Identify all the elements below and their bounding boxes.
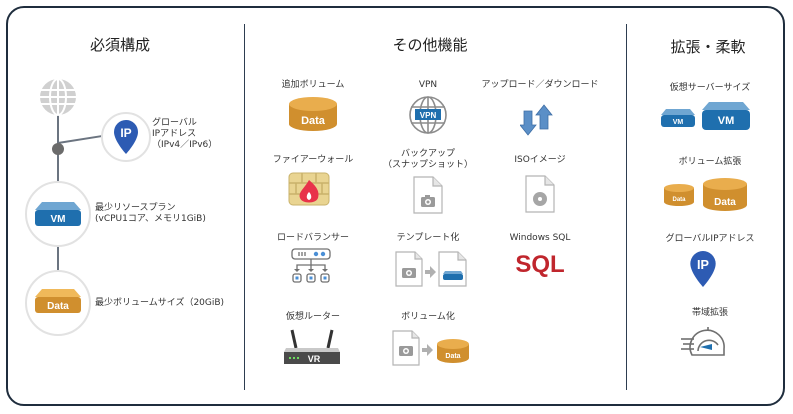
volume-convert-icon: Data (392, 330, 469, 366)
feature-label-virtual-router: 仮想ルーター (285, 312, 340, 322)
svg-text:VR: VR (308, 354, 321, 364)
svg-text:Data: Data (672, 197, 686, 203)
vm-label: 最少リソースプラン (vCPU1コア、メモリ1GiB) (95, 203, 206, 225)
svg-text:VM: VM (673, 119, 684, 126)
feature-label-iso-image: ISOイメージ (514, 155, 566, 165)
upload-download-arrows-icon (520, 104, 553, 136)
section-divider (244, 24, 245, 390)
diagram-frame (6, 6, 785, 406)
section-title-required: 必須構成 (89, 36, 150, 54)
svg-text:Data: Data (714, 197, 736, 208)
feature-label-upload-download: アップロード／ダウンロード (481, 80, 599, 90)
section-title-scale: 拡張・柔軟 (670, 38, 746, 56)
volume-small-icon: Data (664, 184, 694, 206)
svg-text:IP: IP (697, 258, 710, 272)
connector-line (57, 110, 59, 200)
ip-label-line: IPアドレス (152, 129, 197, 139)
scale-label-bandwidth: 帯域拡張 (691, 308, 728, 318)
volume-large-icon: Data (703, 178, 747, 211)
ip-pin-icon: IP (690, 251, 716, 287)
vm-large-icon: VM (702, 102, 750, 130)
vm-small-icon: VM (661, 109, 695, 127)
junction-node (52, 143, 64, 155)
feature-label-windows-sql: Windows SQL (509, 233, 571, 243)
firewall-icon (288, 172, 330, 206)
backup-label-line: バックアップ (400, 149, 455, 159)
scale-label-server-size: 仮想サーバーサイズ (669, 83, 751, 93)
data-volume-icon: Data (289, 97, 337, 131)
vm-label-line: 最少リソースプラン (95, 203, 176, 213)
globe-icon (40, 78, 76, 116)
svg-text:Data: Data (445, 353, 460, 360)
feature-label-vpn: VPN (418, 80, 438, 90)
feature-label-additional-volume: 追加ボリューム (281, 80, 345, 90)
data-volume-icon: Data (35, 289, 81, 313)
section-divider (626, 24, 627, 390)
ip-label-line: （IPv4／IPv6） (152, 140, 218, 150)
feature-label-firewall: ファイアーウォール (272, 155, 354, 165)
vm-icon: VM (35, 202, 81, 226)
feature-label-volume-convert: ボリューム化 (401, 312, 455, 322)
feature-label-template: テンプレート化 (396, 233, 460, 243)
svg-text:VM: VM (51, 214, 66, 225)
data-label: 最少ボリュームサイズ（20GiB) (95, 298, 225, 308)
router-icon: VR (284, 329, 340, 364)
backup-label-line: （スナップショット） (382, 160, 473, 170)
vm-label-line: (vCPU1コア、メモリ1GiB) (95, 214, 206, 224)
connector-line (57, 240, 59, 275)
ip-pin-icon: IP (114, 120, 138, 154)
svg-text:IP: IP (120, 126, 131, 140)
sql-icon: SQL (515, 251, 565, 278)
ip-label-line: グローバル (152, 118, 197, 128)
svg-text:VPN: VPN (420, 111, 437, 120)
feature-label-load-balancer: ロードバランサー (276, 233, 349, 243)
svg-text:VM: VM (718, 115, 735, 127)
section-title-other: その他機能 (392, 36, 468, 54)
feature-label-backup: バックアップ （スナップショット） (378, 149, 478, 171)
scale-label-volume-expand: ボリューム拡張 (678, 157, 742, 167)
svg-text:Data: Data (47, 301, 69, 312)
speedometer-icon (681, 327, 725, 356)
vpn-globe-icon: VPN (409, 96, 447, 134)
iso-disc-file-icon (525, 175, 555, 213)
scale-label-global-ip: グローバルIPアドレス (665, 234, 755, 244)
snapshot-file-icon (413, 176, 443, 214)
load-balancer-icon (291, 248, 331, 283)
template-convert-icon (395, 251, 467, 287)
svg-text:Data: Data (301, 115, 326, 127)
ip-label: グローバル IPアドレス （IPv4／IPv6） (152, 118, 217, 151)
